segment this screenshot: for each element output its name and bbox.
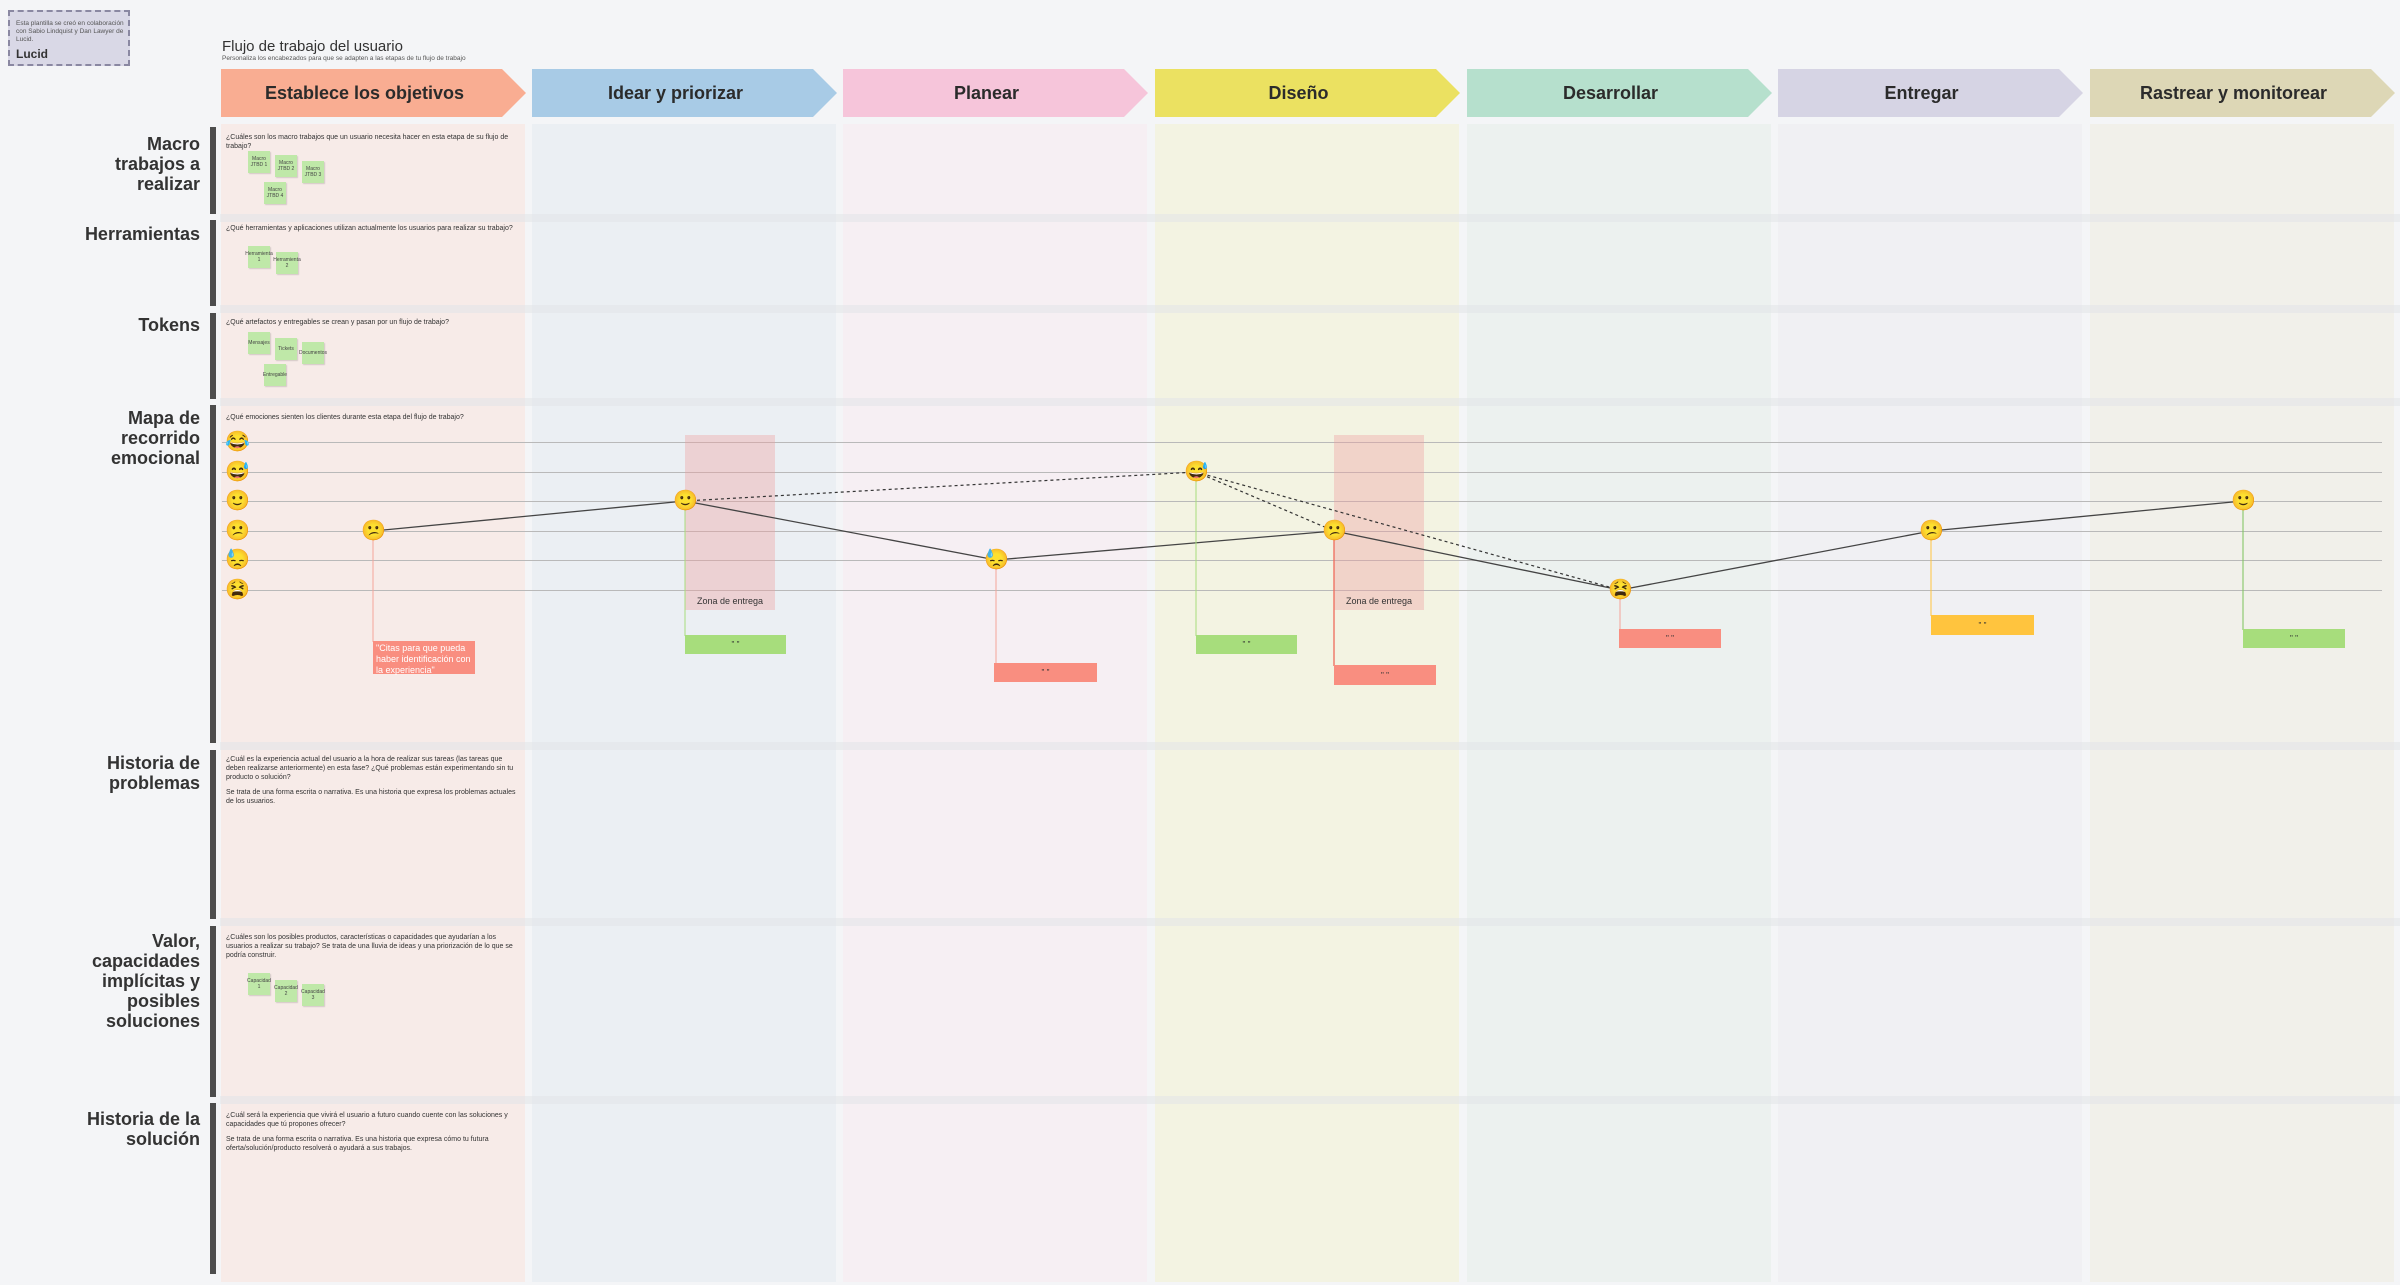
sticky-note[interactable]: Macro JTBD 1: [248, 151, 270, 173]
column-header-planear[interactable]: Planear: [843, 69, 1148, 117]
journey-point-relieved-icon[interactable]: 😅: [1184, 461, 1209, 483]
column-bg-idear: [532, 124, 836, 1282]
question-solucion-note: Se trata de una forma escrita o narrativ…: [226, 1136, 489, 1152]
quote-card[interactable]: " ": [1931, 615, 2034, 635]
emotion-scale-content-icon: 🙂: [225, 490, 250, 512]
quote-card[interactable]: " ": [2243, 629, 2345, 648]
emotion-level-line: [222, 442, 2382, 443]
emotion-level-line: [222, 531, 2382, 532]
lucid-logo: Lucid: [16, 47, 48, 61]
question-problemas-note: Se trata de una forma escrita o narrativ…: [226, 789, 516, 805]
journey-point-confused-icon[interactable]: 😕: [361, 520, 386, 542]
row-label-valor: Valor, capacidades implícitas y posibles…: [91, 931, 200, 1031]
sticky-note[interactable]: Entregable: [263, 364, 287, 386]
journey-point-confused-icon[interactable]: 😕: [1322, 520, 1347, 542]
row-label-tokens: Tokens: [138, 315, 200, 335]
sticky-note[interactable]: Macro JTBD 3: [302, 161, 324, 183]
page-subtitle: Personaliza los encabezados para que se …: [222, 55, 466, 62]
column-bg-planear: [843, 124, 1147, 1282]
column-bg-desarrollar: [1467, 124, 1771, 1282]
row-separator: [220, 214, 2400, 222]
column-bg-objetivos: [221, 124, 525, 1282]
column-bg-rastrear: [2090, 124, 2394, 1282]
column-bg-diseno: [1155, 124, 1459, 1282]
journey-point-content-icon[interactable]: 🙂: [2231, 490, 2256, 512]
question-valor: ¿Cuáles son los posibles productos, cara…: [226, 934, 513, 959]
row-separator: [220, 918, 2400, 926]
row-label-problemas: Historia de problemas: [106, 753, 200, 793]
column-header-desarrollar[interactable]: Desarrollar: [1467, 69, 1772, 117]
question-solucion: ¿Cuál será la experiencia que vivirá el …: [226, 1112, 508, 1128]
journey-point-frustrated-icon[interactable]: 😫: [1608, 579, 1633, 601]
emotion-scale-stressed-icon: 😓: [225, 549, 250, 571]
emotion-scale-relieved-icon: 😅: [225, 461, 250, 483]
sticky-note[interactable]: Documentos: [299, 342, 327, 364]
row-separator: [220, 1096, 2400, 1104]
quote-card[interactable]: "Citas para que pueda haber identificaci…: [373, 641, 475, 675]
delivery-zone-label: Zona de entrega: [696, 596, 764, 606]
sticky-note[interactable]: Capacidad 2: [274, 980, 298, 1002]
emotion-level-line: [222, 590, 2382, 591]
quote-card[interactable]: " ": [685, 635, 786, 654]
sticky-note[interactable]: Herramienta 2: [273, 252, 301, 274]
question-herramientas: ¿Qué herramientas y aplicaciones utiliza…: [226, 225, 513, 232]
row-label-macro: Macro trabajos a realizar: [114, 134, 200, 194]
row-label-mapa: Mapa de recorrido emocional: [110, 408, 200, 468]
sticky-note[interactable]: Capacidad 3: [301, 984, 325, 1006]
row-separator: [220, 305, 2400, 313]
sticky-note[interactable]: Capacidad 1: [247, 973, 271, 995]
delivery-zone-1: [685, 435, 775, 610]
column-header-rastrear[interactable]: Rastrear y monitorear: [2090, 69, 2395, 117]
journey-point-stressed-icon[interactable]: 😓: [984, 549, 1009, 571]
row-bar-tokens: [210, 313, 216, 399]
question-macro: ¿Cuáles son los macro trabajos que un us…: [226, 134, 509, 150]
quote-card[interactable]: " ": [994, 663, 1097, 682]
journey-point-content-icon[interactable]: 🙂: [673, 490, 698, 512]
emotion-level-line: [222, 472, 2382, 473]
delivery-zone-label: Zona de entrega: [1345, 596, 1413, 606]
template-credit-note: Esta plantilla se creó en colaboración c…: [8, 10, 130, 66]
column-header-entregar[interactable]: Entregar: [1778, 69, 2083, 117]
quote-card[interactable]: " ": [1334, 665, 1436, 685]
column-header-idear[interactable]: Idear y priorizar: [532, 69, 837, 117]
sticky-note[interactable]: Tickets: [275, 338, 297, 360]
question-mapa: ¿Qué emociones sienten los clientes dura…: [226, 414, 464, 421]
quote-card[interactable]: " ": [1196, 635, 1297, 654]
journey-point-confused-icon[interactable]: 😕: [1919, 520, 1944, 542]
column-header-diseno[interactable]: Diseño: [1155, 69, 1460, 117]
column-bg-entregar: [1778, 124, 2082, 1282]
sticky-note[interactable]: Herramienta 1: [245, 246, 273, 268]
row-label-solucion: Historia de la solución: [86, 1109, 200, 1149]
emotion-scale-very-happy-icon: 😂: [225, 431, 250, 453]
question-tokens: ¿Qué artefactos y entregables se crean y…: [226, 319, 449, 326]
question-problemas: ¿Cuál es la experiencia actual del usuar…: [226, 756, 514, 781]
emotion-scale-frustrated-icon: 😫: [225, 579, 250, 601]
row-bar-macro: [210, 127, 216, 214]
row-bar-mapa: [210, 405, 216, 743]
sticky-note[interactable]: Macro JTBD 2: [275, 155, 297, 177]
column-header-objetivos[interactable]: Establece los objetivos: [221, 69, 526, 117]
credit-text: Esta plantilla se creó en colaboración c…: [16, 20, 124, 43]
row-bar-solucion: [210, 1103, 216, 1274]
row-label-herramientas: Herramientas: [84, 224, 200, 244]
sticky-note[interactable]: Macro JTBD 4: [264, 182, 286, 204]
emotion-level-line: [222, 560, 2382, 561]
row-bar-valor: [210, 926, 216, 1097]
row-separator: [220, 742, 2400, 750]
row-separator: [220, 398, 2400, 406]
emotion-scale-confused-icon: 😕: [225, 520, 250, 542]
row-bar-herramientas: [210, 220, 216, 306]
quote-card[interactable]: " ": [1619, 629, 1721, 648]
page-title: Flujo de trabajo del usuario: [222, 38, 403, 55]
sticky-note[interactable]: Mensajes: [248, 332, 270, 354]
delivery-zone-2: [1334, 435, 1424, 610]
row-bar-problemas: [210, 750, 216, 919]
